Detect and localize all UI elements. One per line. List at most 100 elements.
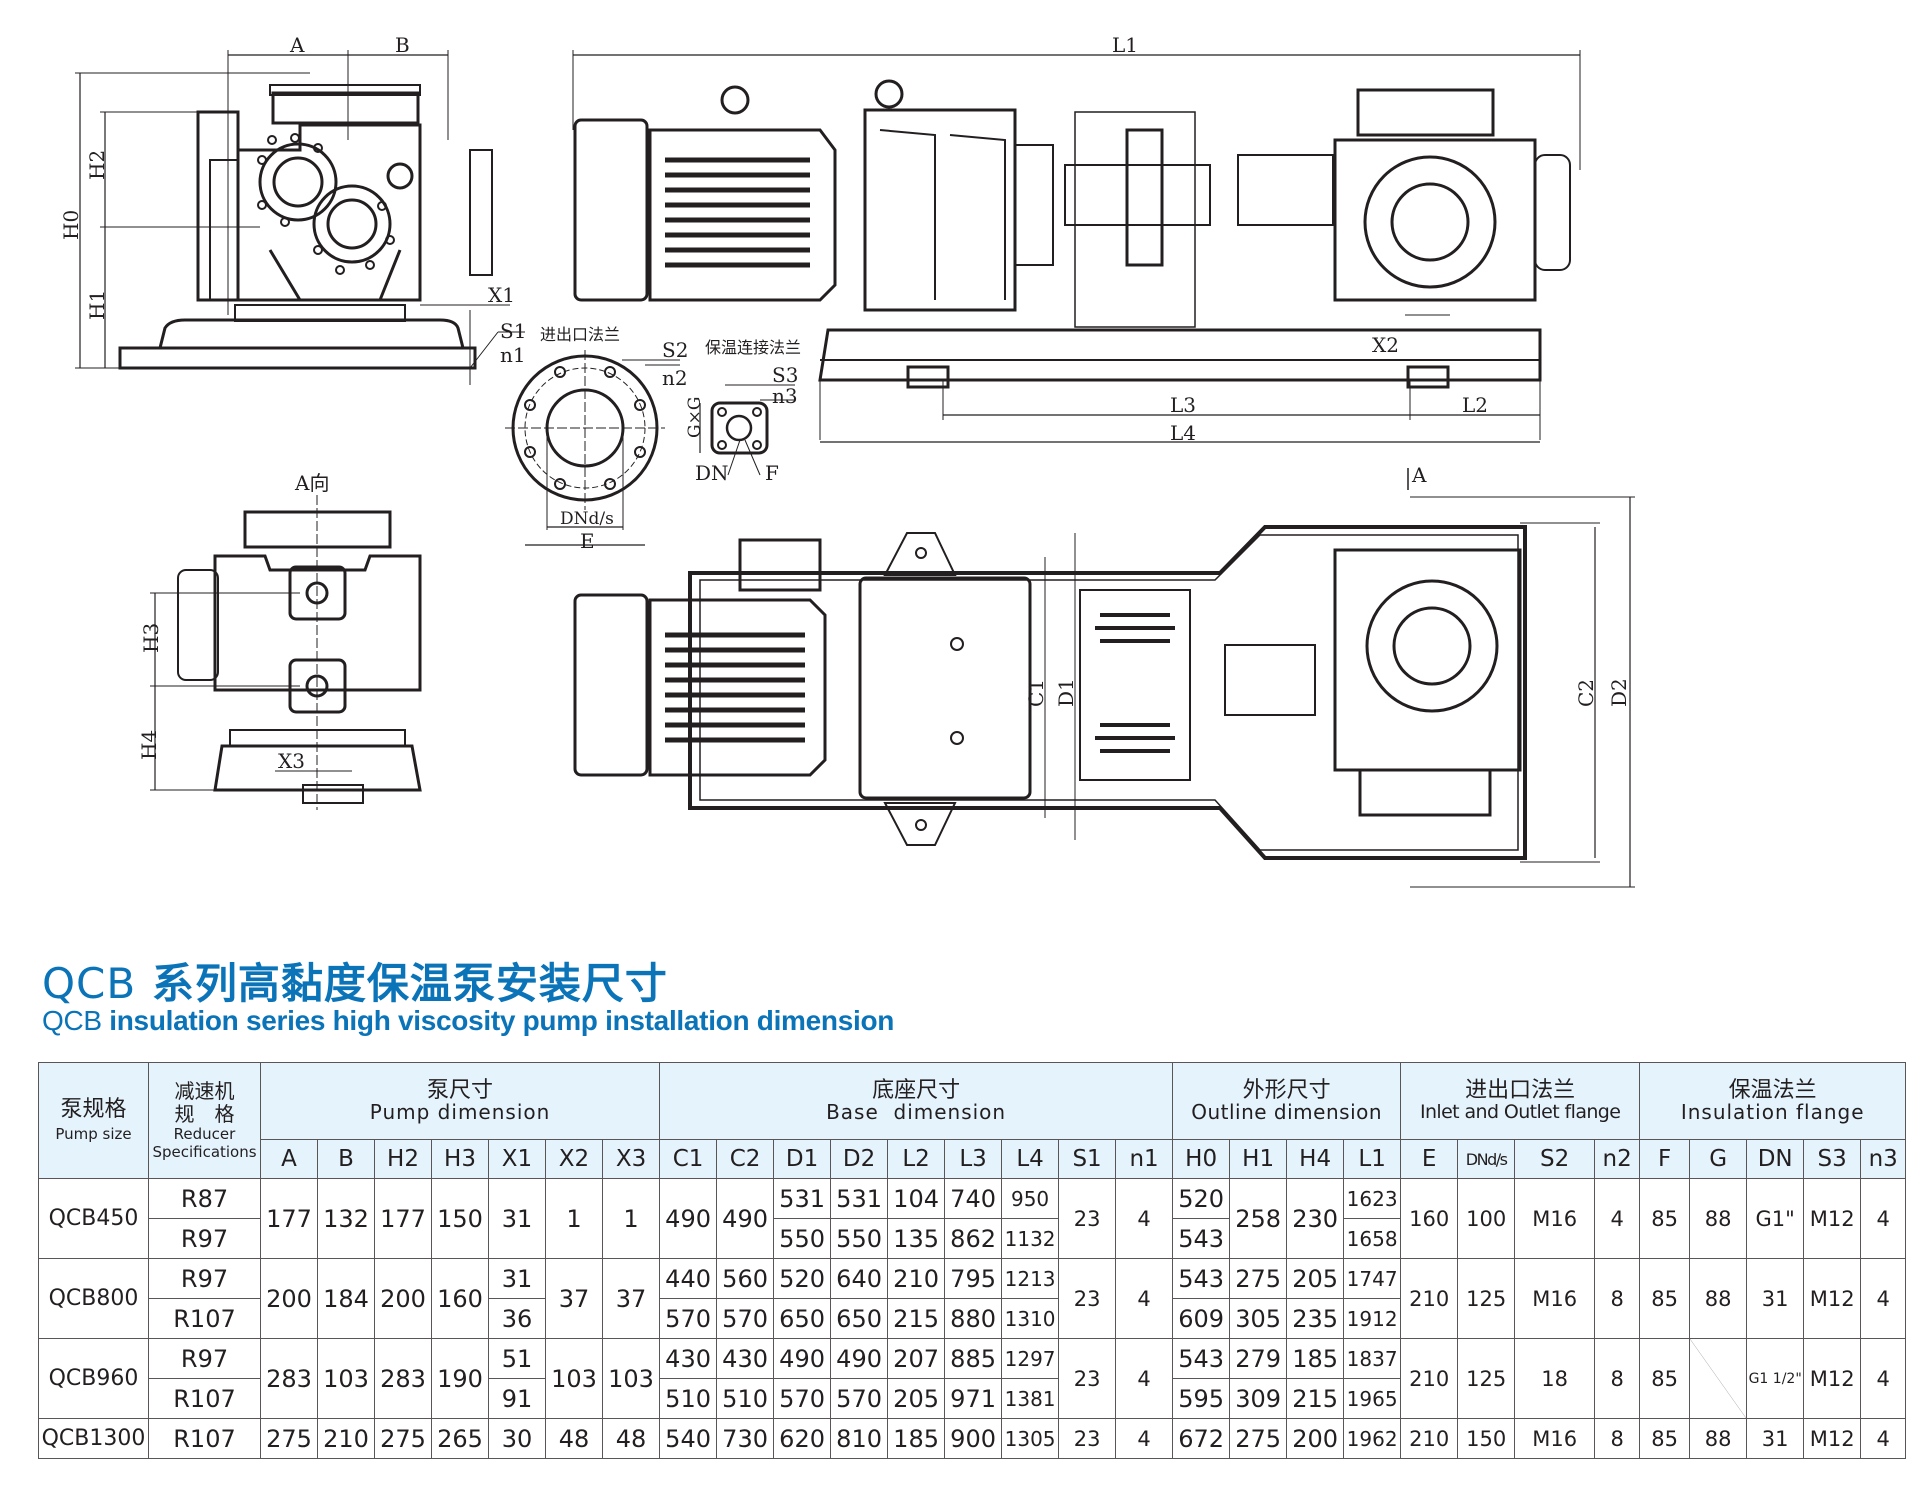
cell-d2: 570 (830, 1378, 889, 1419)
dim-label-F: F (765, 461, 779, 485)
column-header-l3: L3 (944, 1139, 1003, 1179)
cell-c1: 510 (659, 1378, 718, 1419)
header-reducer-cn2: 规 格 (174, 1102, 235, 1127)
reducer-cell: R97 (148, 1338, 261, 1379)
cell-s3: M12 (1803, 1258, 1862, 1339)
cell-d1: 570 (773, 1378, 832, 1419)
dim-label-D2: D2 (1607, 678, 1631, 707)
cell-l3: 740 (944, 1178, 1003, 1219)
column-header-c1: C1 (659, 1139, 718, 1179)
cell-x2: 1 (545, 1178, 603, 1259)
column-header-h3: H3 (431, 1139, 489, 1179)
reducer-cell: R97 (148, 1218, 261, 1259)
cell-s3: M12 (1803, 1178, 1862, 1259)
cell-n2: 8 (1594, 1418, 1641, 1459)
column-header-x2: X2 (545, 1139, 603, 1179)
cell-d1: 520 (773, 1258, 832, 1299)
cell-s2: 18 (1514, 1338, 1596, 1419)
dim-label-S2: S2 (662, 338, 688, 362)
installation-dimension-table: 泵规格 Pump size 减速机 规 格 Reducer Specificat… (38, 1062, 1907, 1459)
cell-x1: 30 (488, 1418, 546, 1459)
column-header-s3: S3 (1803, 1139, 1862, 1179)
header-pump-dim-cn: 泵尺寸 (427, 1077, 494, 1103)
cell-d2: 490 (830, 1338, 889, 1379)
header-outline-dim-cn: 外形尺寸 (1242, 1077, 1331, 1103)
cell-l1: 1837 (1343, 1338, 1402, 1379)
column-header-f: F (1639, 1139, 1691, 1179)
cell-c1: 440 (659, 1258, 718, 1299)
top-view-drawing: A (573, 463, 1635, 888)
cell-l3: 795 (944, 1258, 1003, 1299)
cell-h1: 305 (1229, 1298, 1288, 1339)
column-header-n2: n2 (1594, 1139, 1641, 1179)
column-header-s1: S1 (1058, 1139, 1117, 1179)
dim-label-C2: C2 (1574, 679, 1598, 707)
cell-n3: 4 (1860, 1178, 1907, 1259)
cell-c1: 490 (659, 1178, 718, 1259)
header-pump-size-en: Pump size (55, 1125, 132, 1144)
a-view-title: A向 (294, 471, 329, 495)
inlet-outlet-flange-drawing: 进出口法兰 DNd/s E S2 n2 (505, 325, 688, 553)
cell-l4: 1305 (1001, 1418, 1060, 1459)
cell-a: 275 (260, 1418, 318, 1459)
cell-l2: 135 (887, 1218, 946, 1259)
cell-c2: 570 (716, 1298, 775, 1339)
dim-label-DN: DN (695, 461, 729, 485)
dim-label-n1: n1 (500, 343, 526, 367)
column-header-l4: L4 (1001, 1139, 1060, 1179)
column-header-n1: n1 (1115, 1139, 1174, 1179)
title-cn-prefix: QCB (42, 959, 137, 1008)
cell-h0: 672 (1172, 1418, 1231, 1459)
insulation-flange-drawing: 保温连接法兰 G×G S3 n3 DN F (685, 338, 801, 485)
pump-size-cell: QCB1300 (38, 1418, 149, 1459)
dim-label-D1: D1 (1054, 678, 1078, 707)
cell-x3: 103 (601, 1338, 661, 1419)
cell-dnds: 100 (1457, 1178, 1516, 1259)
dim-label-A: A (289, 33, 305, 57)
dim-label-DNds: DNd/s (560, 509, 614, 529)
empty-diagonal-mark (1690, 1339, 1746, 1418)
cell-d2: 640 (830, 1258, 889, 1299)
cell-n3: 4 (1860, 1258, 1907, 1339)
dim-label-L1: L1 (1112, 33, 1138, 57)
column-header-h0: H0 (1172, 1139, 1231, 1179)
header-reducer: 减速机 规 格 Reducer Specifications (148, 1062, 261, 1179)
cell-l1: 1623 (1343, 1178, 1402, 1219)
cell-h3: 150 (431, 1178, 489, 1259)
cell-h3: 190 (431, 1338, 489, 1419)
cell-h1: 275 (1229, 1418, 1288, 1459)
cell-l4: 1297 (1001, 1338, 1060, 1379)
cell-d2: 650 (830, 1298, 889, 1339)
cell-h1: 309 (1229, 1378, 1288, 1419)
header-base-dim-cn: 底座尺寸 (872, 1077, 961, 1103)
header-reducer-en1: Reducer (173, 1125, 236, 1144)
header-reducer-en2: Specifications (152, 1142, 257, 1161)
column-header-c2: C2 (716, 1139, 775, 1179)
cell-dnds: 125 (1457, 1258, 1516, 1339)
header-reducer-cn1: 减速机 (174, 1079, 235, 1104)
dim-label-GxG: G×G (685, 397, 705, 438)
header-outline-dim-en: Outline dimension (1191, 1100, 1383, 1125)
cell-g (1689, 1338, 1748, 1419)
cell-h0: 543 (1172, 1258, 1231, 1299)
cell-e: 160 (1400, 1178, 1459, 1259)
cell-n1: 4 (1115, 1178, 1174, 1259)
cell-h0: 520 (1172, 1178, 1231, 1219)
front-view-drawing: L1 L3 (572, 33, 1581, 445)
cell-d2: 550 (830, 1218, 889, 1259)
column-header-dnds: DNd/s (1457, 1139, 1516, 1179)
cell-n2: 4 (1594, 1178, 1641, 1259)
cell-h0: 595 (1172, 1378, 1231, 1419)
cell-h4: 185 (1286, 1338, 1345, 1379)
cell-x3: 48 (601, 1418, 661, 1459)
dim-label-X2: X2 (1372, 333, 1399, 357)
title-en-prefix: QCB (42, 1005, 102, 1036)
column-header-b: B (317, 1139, 375, 1179)
cell-c2: 730 (716, 1418, 775, 1459)
